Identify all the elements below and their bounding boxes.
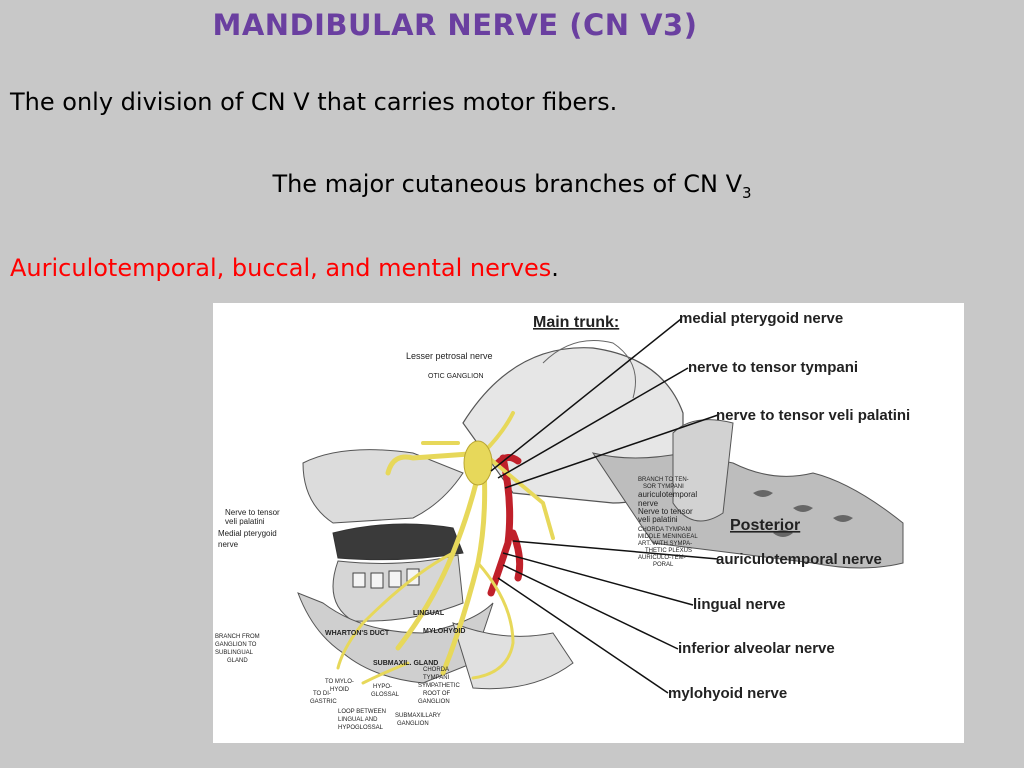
cutaneous-branches-text: The major cutaneous branches of CN V (272, 170, 743, 198)
label-lingual-nerve: lingual nerve (693, 596, 786, 613)
cutaneous-branches-heading: The major cutaneous branches of CN V3 (0, 170, 1024, 202)
label-middle-men: MIDDLE MENINGEAL (638, 534, 698, 540)
label-medial-pterygoid-nerve: medial pterygoid nerve (679, 310, 843, 327)
label-loop-1: LOOP BETWEEN (338, 709, 386, 715)
cutaneous-branches-list: Auriculotemporal, buccal, and mental ner… (10, 254, 559, 282)
label-chorda-b-2: TYMPANI (423, 675, 450, 681)
label-loop-3: HYPOGLOSSAL (338, 725, 384, 731)
label-lingual: LINGUAL (413, 610, 445, 617)
label-branch-gang-2: GANGLION TO (215, 642, 257, 648)
label-hypo-1: HYPO- (373, 684, 392, 690)
label-tensor-r-1: Nerve to tensor (638, 507, 693, 516)
main-labels: Main trunk: medial pterygoid nerve nerve… (533, 310, 910, 702)
label-sympathetic: SYMPATHETIC (418, 683, 460, 689)
label-branch-gang-3: SUBLINGUAL (215, 650, 254, 656)
label-nerve-tensor-left-1: Nerve to tensor (225, 508, 280, 517)
main-trunk-heading: Main trunk: (533, 314, 619, 331)
label-art-sympa: ART. WITH SYMPA- (638, 541, 692, 547)
anatomy-illustration: Main trunk: medial pterygoid nerve nerve… (215, 310, 910, 731)
label-chorda-b-1: CHORDA (423, 667, 449, 673)
slide-title: MANDIBULAR NERVE (CN V3) (212, 8, 698, 42)
label-inferior-alveolar-nerve: inferior alveolar nerve (678, 640, 835, 657)
label-nerve-to-tensor-veli-palatini: nerve to tensor veli palatini (716, 407, 910, 424)
label-to-di-1: TO DI- (313, 691, 331, 697)
label-wharton: WHARTON'S DUCT (325, 630, 390, 637)
mandibular-nerve-diagram: Main trunk: medial pterygoid nerve nerve… (213, 303, 964, 743)
label-mylohyoid: MYLOHYOID (423, 628, 465, 635)
label-medial-ptery-left-2: nerve (218, 540, 239, 549)
label-auricul-tem: AURICULO-TEM- (638, 555, 686, 561)
label-pointer-lines (490, 318, 719, 694)
small-labels: Lesser petrosal nerve OTIC GANGLION Nerv… (215, 351, 698, 731)
label-hypo-2: GLOSSAL (371, 692, 400, 698)
label-to-mylo-1: TO MYLO- (325, 679, 354, 685)
label-ganglion: GANGLION (418, 699, 450, 705)
label-auriculotemporal-nerve: auriculotemporal nerve (716, 551, 882, 568)
cutaneous-branches-subscript: 3 (742, 183, 752, 202)
label-mylohyoid-nerve: mylohyoid nerve (668, 685, 787, 702)
label-to-di-2: GASTRIC (310, 699, 337, 705)
label-auriculo-r-2: nerve (638, 499, 659, 508)
label-to-mylo-2: HYOID (330, 687, 350, 693)
label-submax-g-2: GANGLION (397, 721, 429, 727)
label-branch-gang-1: BRANCH FROM (215, 634, 260, 640)
label-nerve-to-tensor-tympani: nerve to tensor tympani (688, 359, 858, 376)
label-branch-ten-2: SOR TYMPANI (643, 484, 684, 490)
label-submaxil: SUBMAXIL. GLAND (373, 660, 438, 667)
label-chorda-r: CHORDA TYMPANI (638, 527, 692, 533)
label-nerve-tensor-left-2: veli palatini (225, 517, 265, 526)
label-submax-g-1: SUBMAXILLARY (395, 713, 441, 719)
label-branch-ten-1: BRANCH TO TEN- (638, 477, 689, 483)
label-medial-ptery-left-1: Medial pterygoid (218, 529, 277, 538)
label-thetic: THETIC PLEXUS (645, 548, 692, 554)
label-otic-ganglion: OTIC GANGLION (428, 373, 484, 380)
label-lesser-petrosal: Lesser petrosal nerve (406, 351, 493, 361)
motor-fibers-statement: The only division of CN V that carries m… (10, 88, 618, 116)
branches-period: . (551, 254, 559, 282)
label-branch-gang-4: GLAND (227, 658, 248, 664)
nerve-branches-drawing (336, 411, 555, 685)
label-tensor-r-2: veli palatini (638, 515, 678, 524)
label-poral: PORAL (653, 562, 674, 568)
label-root-of: ROOT OF (423, 691, 451, 697)
branches-names: Auriculotemporal, buccal, and mental ner… (10, 254, 552, 282)
label-auriculo-r-1: auriculotemporal (638, 490, 697, 499)
label-loop-2: LINGUAL AND (338, 717, 378, 723)
posterior-heading: Posterior (730, 517, 800, 534)
